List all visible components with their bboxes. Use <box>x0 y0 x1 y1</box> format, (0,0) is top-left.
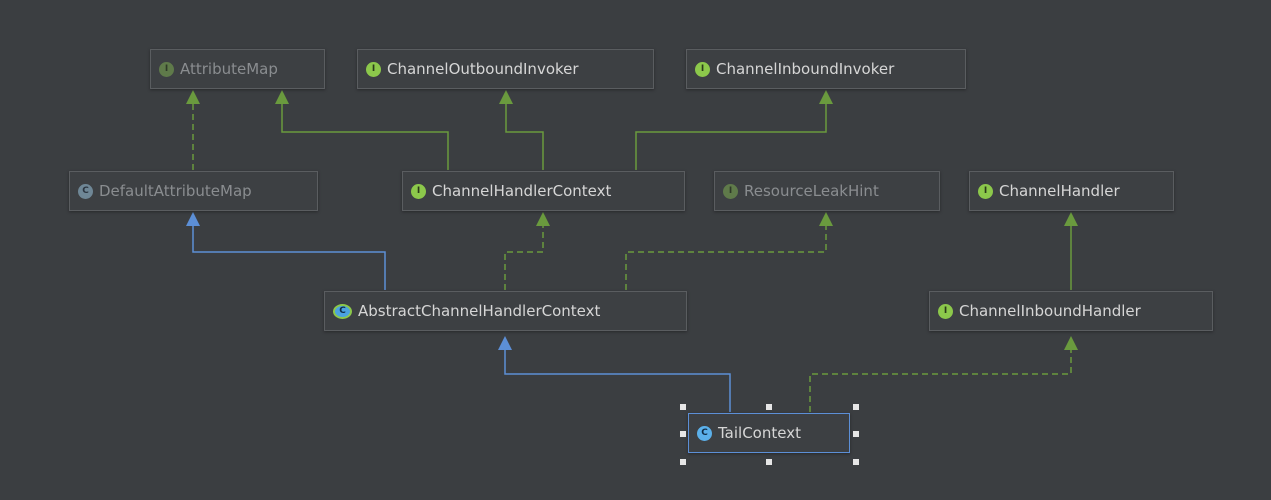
interface-icon: I <box>978 183 993 199</box>
node-label: ChannelInboundHandler <box>959 302 1141 320</box>
edge-abstractchannelhandlercontext-implements-resourceleakhint <box>625 212 833 290</box>
selection-handle-top-right[interactable] <box>853 404 859 410</box>
selection-handle-middle-left[interactable] <box>680 431 686 437</box>
selection-handle-bottom-left[interactable] <box>680 459 686 465</box>
selection-handle-bottom-right[interactable] <box>853 459 859 465</box>
edge-tailcontext-extends-abstractchannelhandlercontext <box>498 336 731 412</box>
selection-handle-top-center[interactable] <box>766 404 772 410</box>
class-icon: C <box>697 425 712 441</box>
node-channelhandler[interactable]: I ChannelHandler <box>969 171 1174 211</box>
node-label: ResourceLeakHint <box>744 182 879 200</box>
class-icon: C <box>78 183 93 199</box>
interface-icon: I <box>723 183 738 199</box>
interface-icon: I <box>695 61 710 77</box>
selection-handle-top-left[interactable] <box>680 404 686 410</box>
node-resourceleakhint[interactable]: I ResourceLeakHint <box>714 171 940 211</box>
interface-icon: I <box>159 61 174 77</box>
interface-icon: I <box>411 183 426 199</box>
edge-defaultattributemap-implements-attributemap <box>186 90 200 170</box>
node-channelhandlercontext[interactable]: I ChannelHandlerContext <box>402 171 685 211</box>
node-label: ChannelOutboundInvoker <box>387 60 579 78</box>
node-label: ChannelHandlerContext <box>432 182 612 200</box>
node-label: ChannelHandler <box>999 182 1120 200</box>
node-abstractchannelhandlercontext[interactable]: C AbstractChannelHandlerContext <box>324 291 687 331</box>
selection-handle-middle-right[interactable] <box>853 431 859 437</box>
node-channeloutboundinvoker[interactable]: I ChannelOutboundInvoker <box>357 49 654 89</box>
node-tailcontext[interactable]: C TailContext <box>688 413 850 453</box>
selection-handle-bottom-center[interactable] <box>766 459 772 465</box>
interface-icon: I <box>366 61 381 77</box>
abstract-class-icon: C <box>333 303 352 319</box>
edge-channelhandlercontext-extends-attributemap <box>275 90 449 170</box>
edge-abstractchannelhandlercontext-extends-defaultattributemap <box>186 212 386 290</box>
edge-channelhandlercontext-extends-channeloutboundinvoker <box>499 90 544 170</box>
edge-tailcontext-implements-channelinboundhandler <box>809 336 1078 412</box>
node-channelinboundinvoker[interactable]: I ChannelInboundInvoker <box>686 49 966 89</box>
node-label: AbstractChannelHandlerContext <box>358 302 601 320</box>
node-label: ChannelInboundInvoker <box>716 60 895 78</box>
node-attributemap[interactable]: I AttributeMap <box>150 49 325 89</box>
node-defaultattributemap[interactable]: C DefaultAttributeMap <box>69 171 318 211</box>
edge-abstractchannelhandlercontext-implements-channelhandlercontext <box>504 212 550 290</box>
node-label: AttributeMap <box>180 60 278 78</box>
interface-icon: I <box>938 303 953 319</box>
edge-channelhandlercontext-extends-channelinboundinvoker <box>635 90 833 170</box>
node-label: TailContext <box>718 424 801 442</box>
edge-channelinboundhandler-extends-channelhandler <box>1064 212 1078 290</box>
node-channelinboundhandler[interactable]: I ChannelInboundHandler <box>929 291 1213 331</box>
node-label: DefaultAttributeMap <box>99 182 252 200</box>
